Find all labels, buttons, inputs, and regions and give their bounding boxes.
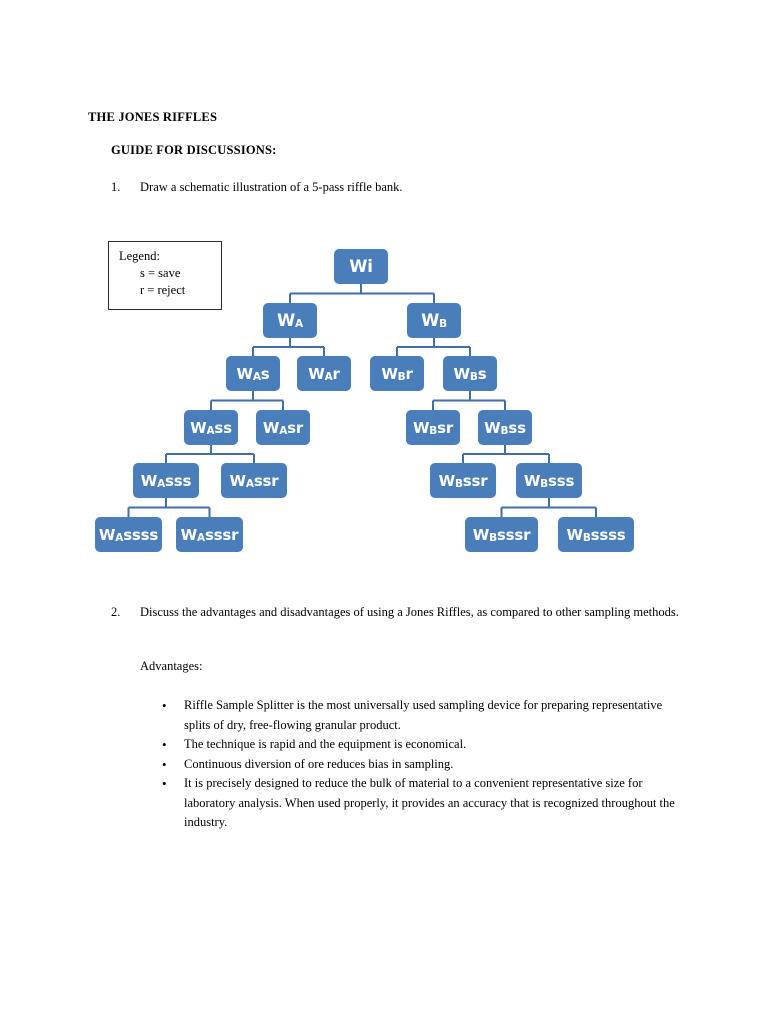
legend-box: Legend: s = save r = reject <box>108 241 222 310</box>
question-1: 1. Draw a schematic illustration of a 5-p… <box>111 180 711 195</box>
legend-title: Legend: <box>119 249 160 263</box>
advantages-label: Advantages: <box>140 659 203 673</box>
question-2-number: 2. <box>111 605 121 619</box>
question-1-text: Draw a schematic illustration of a 5-pas… <box>140 180 403 194</box>
legend-row-reject: r = reject <box>140 283 186 297</box>
advantage-item: It is precisely designed to reduce the b… <box>158 774 686 833</box>
section-subtitle: GUIDE FOR DISCUSSIONS: <box>111 143 277 157</box>
advantages-list: Riffle Sample Splitter is the most unive… <box>158 696 686 833</box>
legend-row-save: s = save <box>140 266 181 280</box>
advantage-item: Continuous diversion of ore reduces bias… <box>158 755 686 775</box>
advantage-item: Riffle Sample Splitter is the most unive… <box>158 696 686 735</box>
question-2-text: Discuss the advantages and disadvantages… <box>140 605 679 619</box>
question-2: 2. Discuss the advantages and disadvanta… <box>111 603 683 622</box>
question-1-number: 1. <box>111 180 121 194</box>
advantage-item: The technique is rapid and the equipment… <box>158 735 686 755</box>
page-title: THE JONES RIFFLES <box>88 110 218 124</box>
